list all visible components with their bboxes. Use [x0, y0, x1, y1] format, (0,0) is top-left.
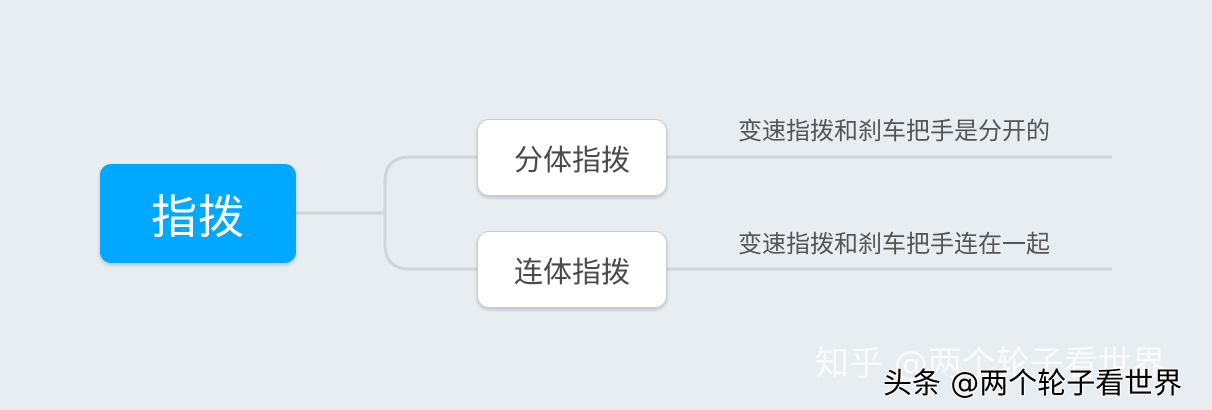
subtopic-integrated-shifter[interactable]: 连体指拨	[477, 231, 667, 308]
subtopic-split-shifter[interactable]: 分体指拨	[477, 119, 667, 196]
toutiao-watermark: 头条 @两个轮子看世界	[883, 366, 1183, 400]
subtopic-label: 分体指拨	[513, 142, 630, 177]
branch-line-1	[383, 155, 477, 213]
zhihu-watermark: 知乎 @两个轮子看世界	[815, 344, 1166, 384]
subtopic-note: 变速指拨和刹车把手连在一起	[738, 230, 1050, 258]
subtopic-note: 变速指拨和刹车把手是分开的	[738, 117, 1050, 145]
root-topic-label: 指拨	[151, 189, 245, 244]
root-topic[interactable]: 指拨	[100, 164, 296, 263]
branch-line-2	[383, 213, 477, 271]
subtopic-label: 连体指拨	[513, 254, 630, 289]
